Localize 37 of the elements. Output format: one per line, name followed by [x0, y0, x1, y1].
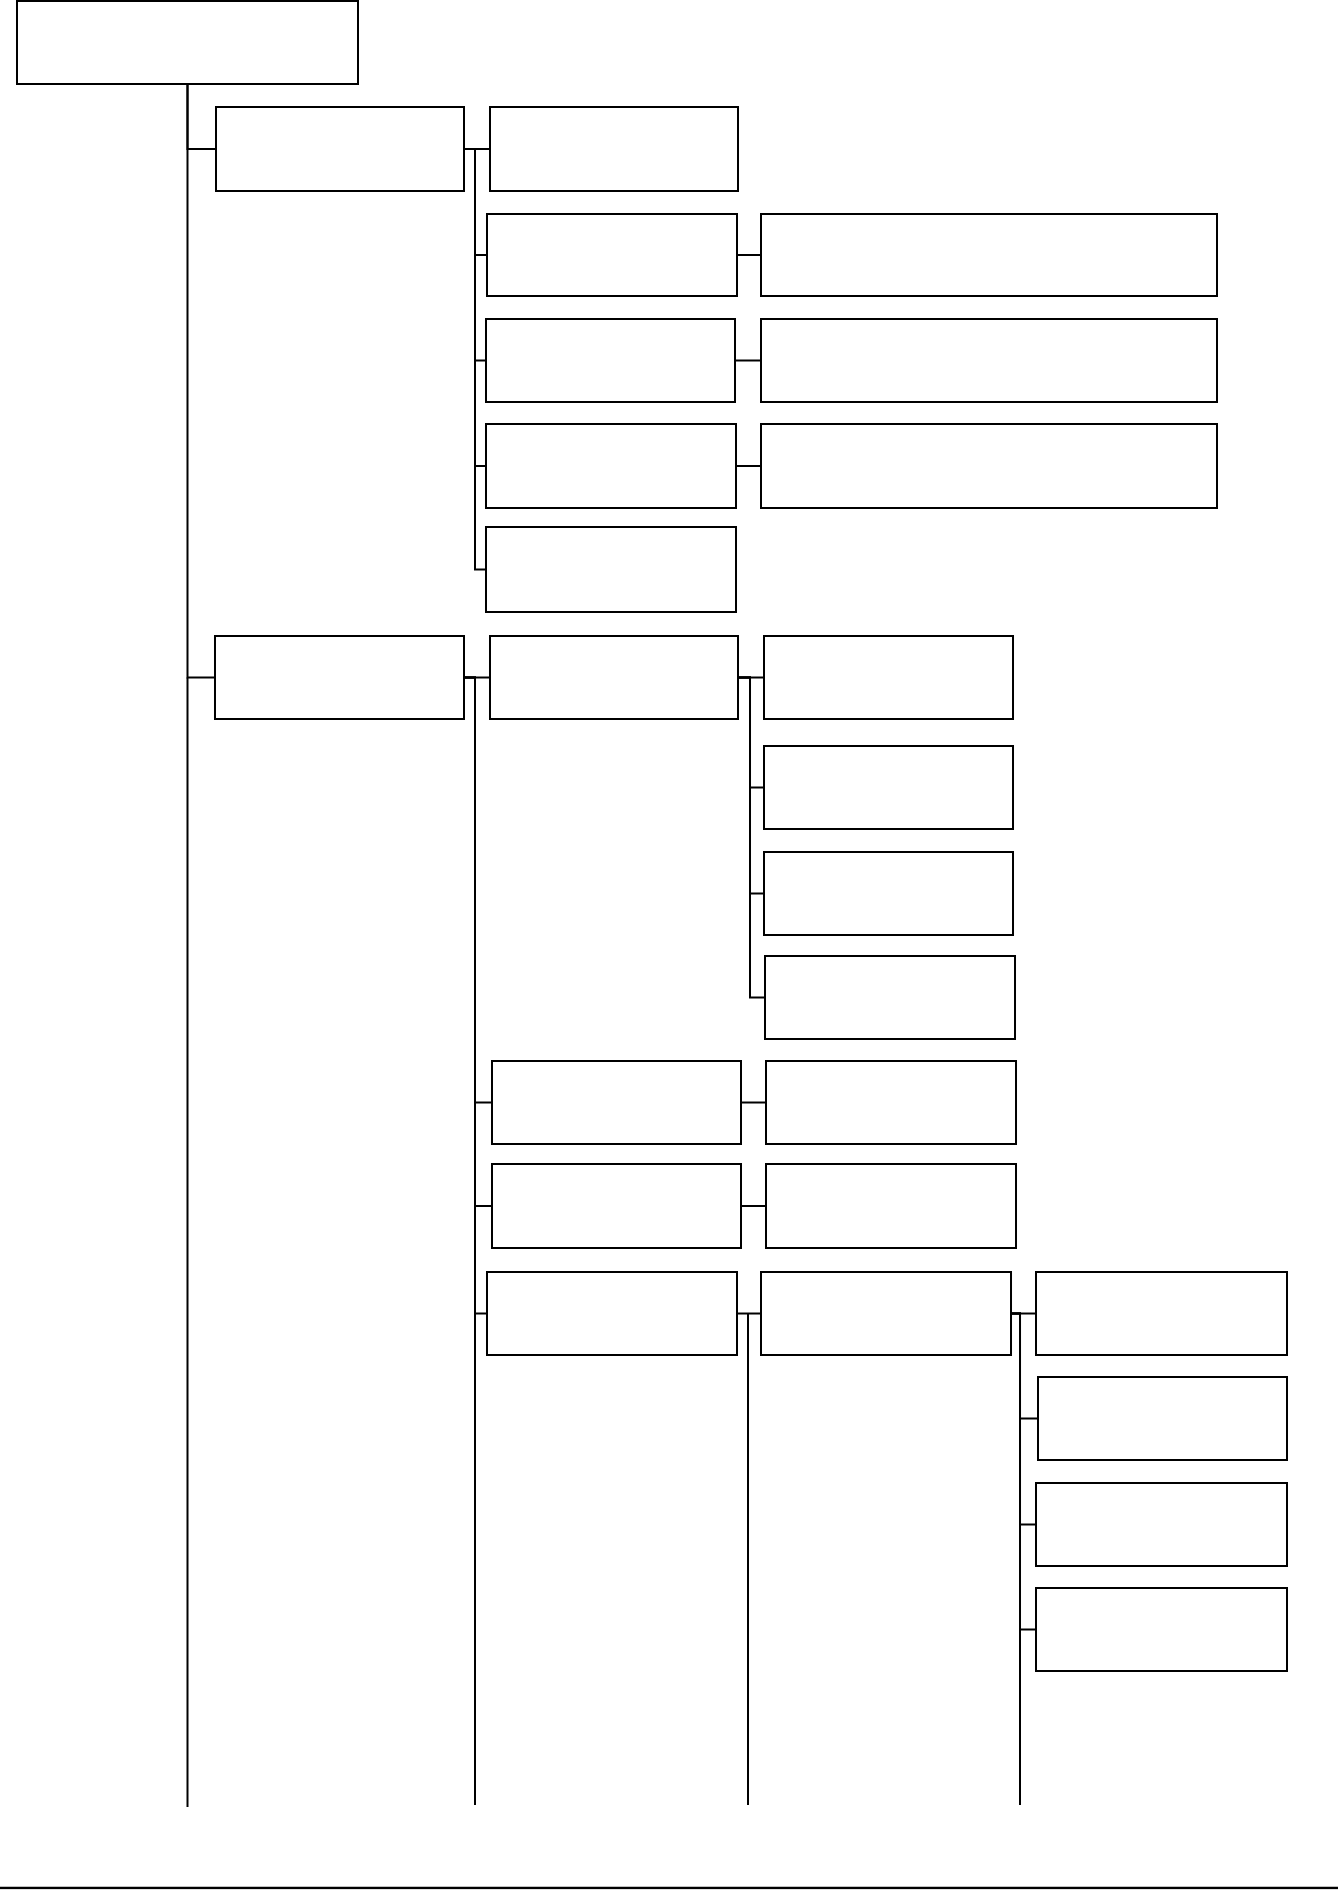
blank-box	[765, 1163, 1017, 1249]
connector-line	[741, 1205, 766, 1207]
blank-box	[485, 318, 736, 403]
blank-box	[16, 0, 359, 85]
blank-box	[765, 1060, 1017, 1145]
connector-line	[464, 676, 487, 1315]
blank-box	[763, 635, 1014, 720]
blank-box	[489, 635, 739, 720]
blank-box	[763, 851, 1014, 936]
blank-box	[214, 635, 465, 720]
blank-box	[1037, 1376, 1288, 1461]
connector-line	[186, 84, 215, 679]
connector-line	[735, 359, 761, 362]
blank-box	[486, 1271, 738, 1356]
blank-box	[760, 1271, 1012, 1356]
blank-box	[485, 423, 737, 509]
blank-box	[486, 213, 738, 297]
blank-box	[764, 955, 1016, 1040]
connector-line	[741, 1101, 766, 1104]
blank-box	[760, 213, 1218, 297]
connector-line	[1011, 1312, 1036, 1631]
blank-box	[491, 1060, 742, 1145]
blank-box	[215, 106, 465, 192]
blank-box	[485, 526, 737, 613]
connector-line	[738, 676, 765, 999]
blank-box	[760, 423, 1218, 509]
connector-line	[737, 1312, 761, 1315]
blank-box	[489, 106, 739, 192]
blank-box	[1035, 1482, 1288, 1567]
blank-box	[1035, 1587, 1288, 1672]
connector-line	[737, 254, 761, 256]
blank-box	[760, 318, 1218, 403]
connector-line	[464, 148, 486, 571]
blank-box	[491, 1163, 742, 1249]
connector-line	[736, 465, 761, 467]
blank-box	[763, 745, 1014, 830]
blank-box	[1035, 1271, 1288, 1356]
